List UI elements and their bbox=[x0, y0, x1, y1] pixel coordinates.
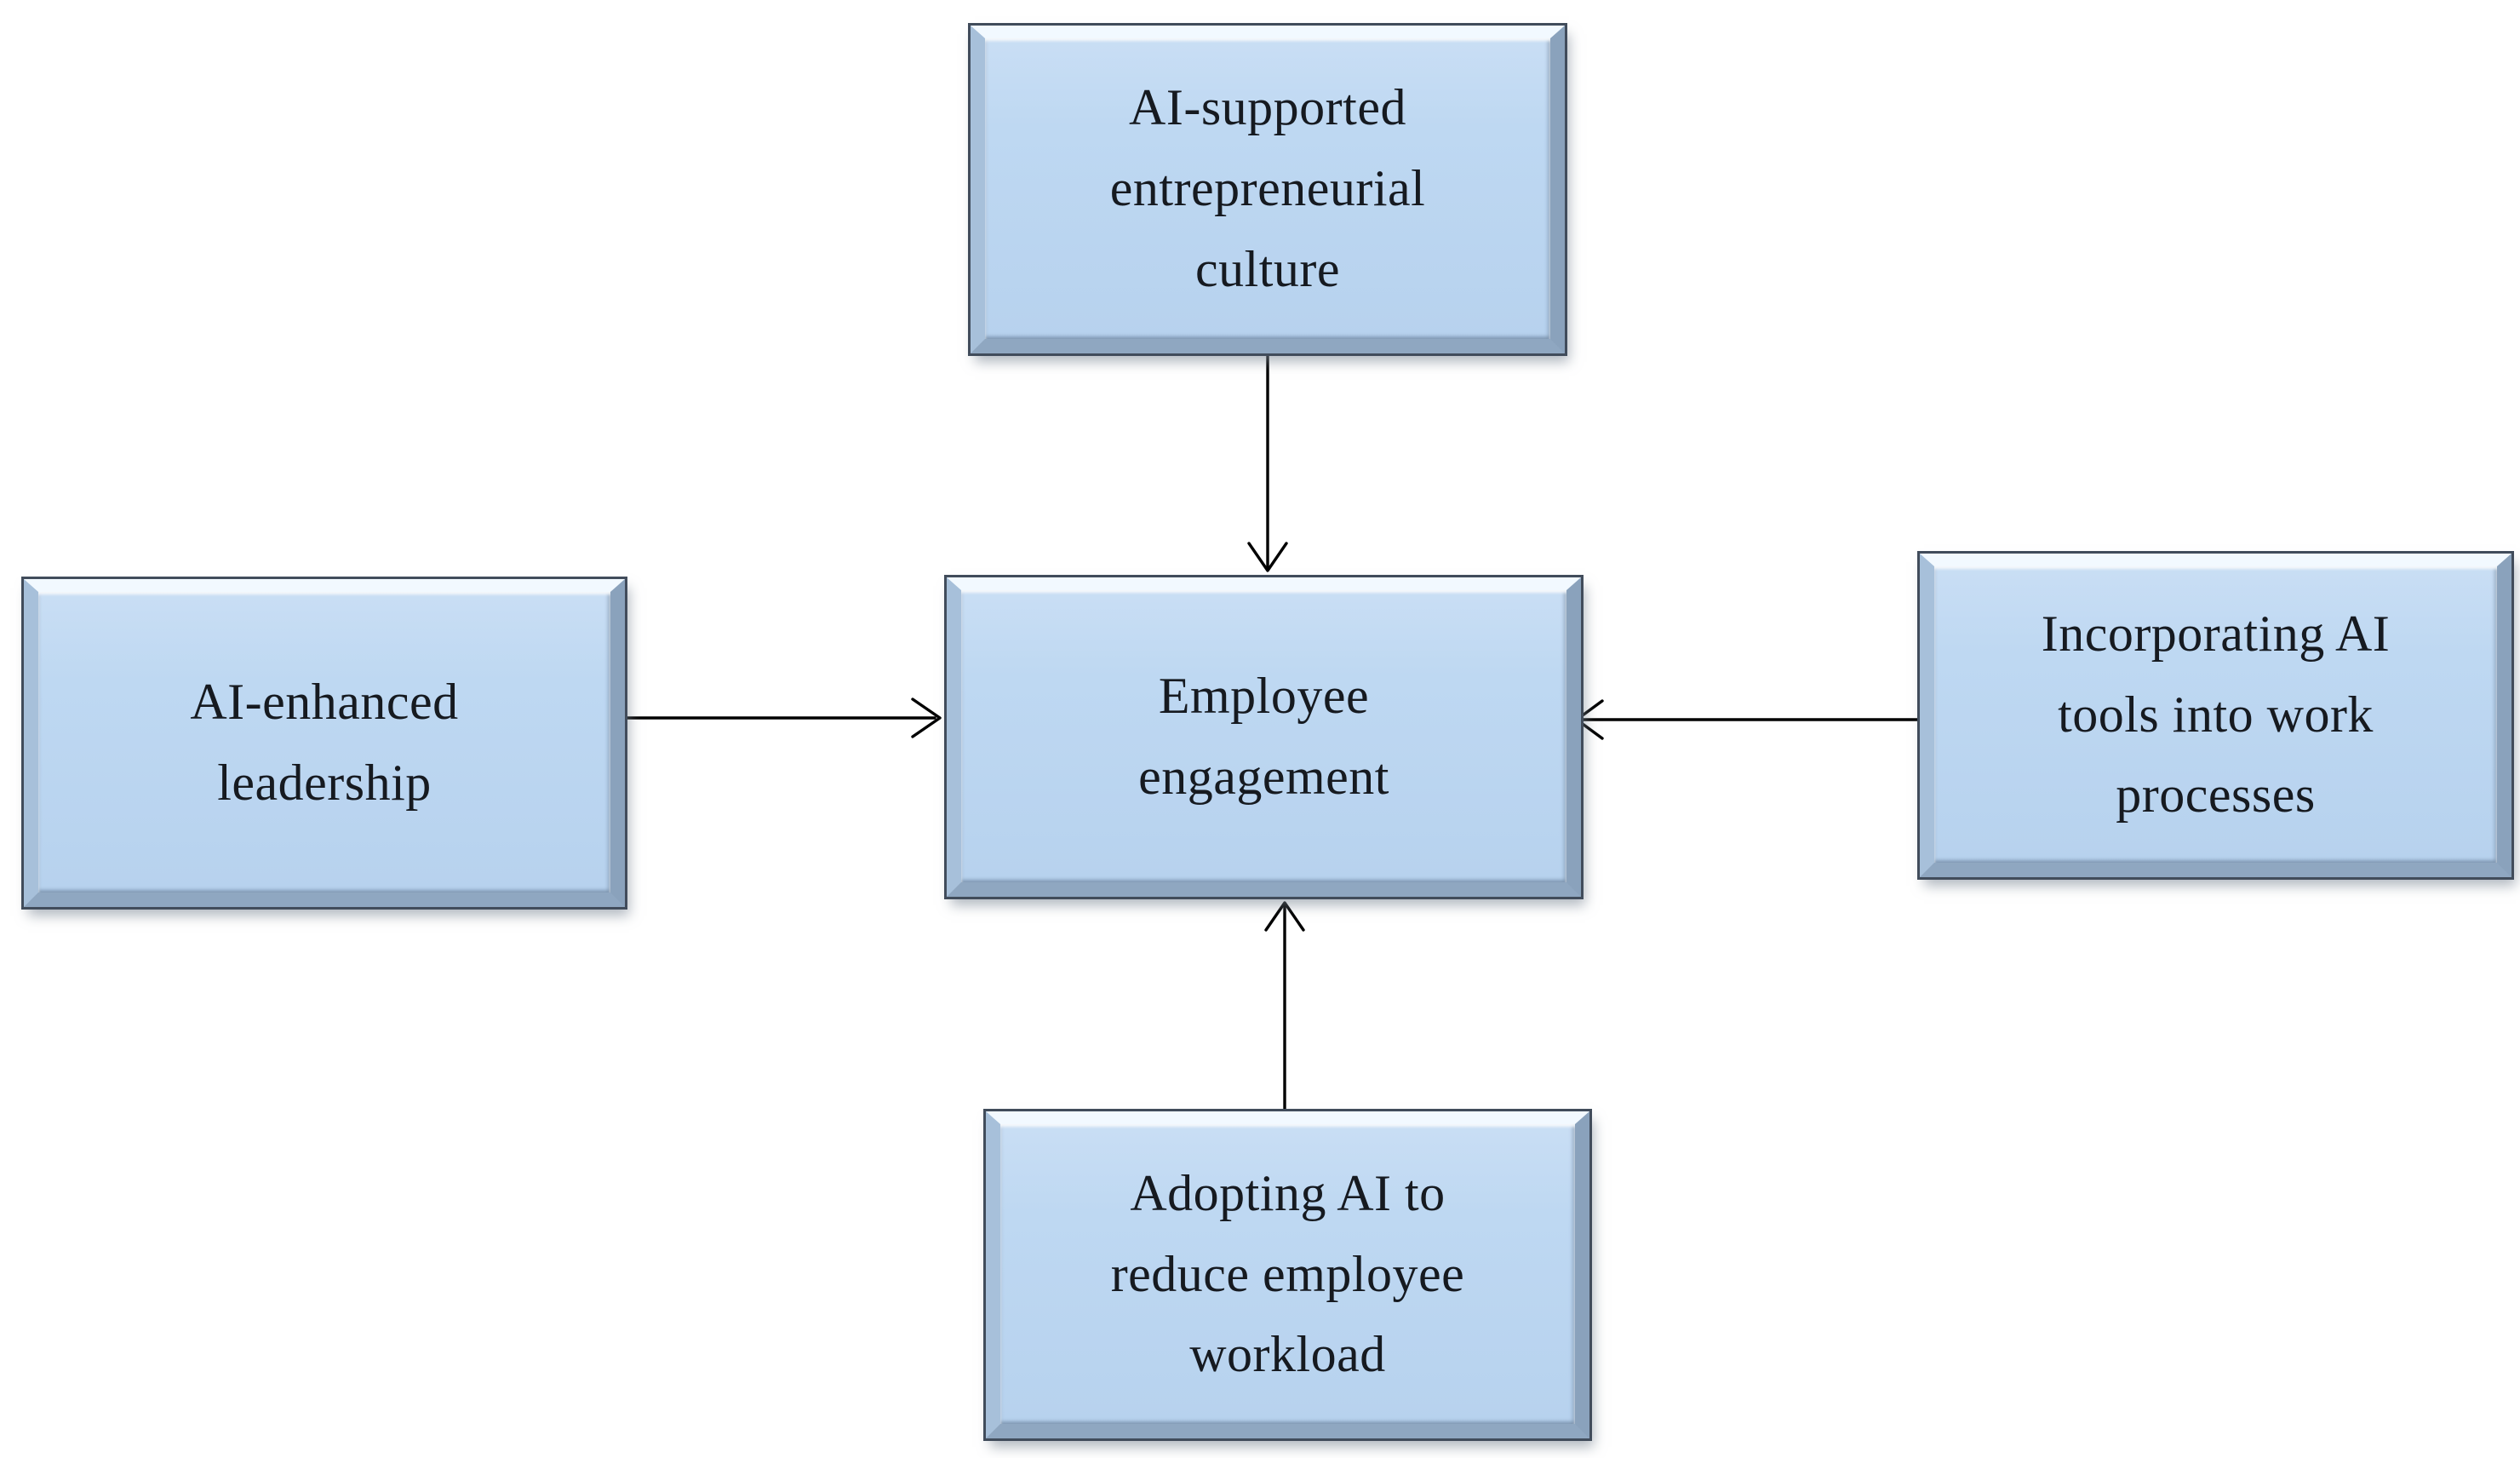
node-label: AI-enhanced leadership bbox=[190, 673, 459, 811]
node-label: Incorporating AI tools into work process… bbox=[2041, 605, 2391, 824]
arrow-left-to-center bbox=[623, 697, 942, 738]
arrow-top-to-center bbox=[1247, 353, 1288, 572]
node-ai-enhanced-leadership: AI-enhanced leadership bbox=[21, 577, 627, 910]
node-label: Adopting AI to reduce employee workload bbox=[1110, 1164, 1465, 1383]
node-ai-supported-entrepreneurial-culture: AI-supported entrepreneurial culture bbox=[968, 23, 1567, 356]
arrow-right-to-center bbox=[1575, 699, 1922, 740]
node-label: Employee engagement bbox=[1138, 667, 1389, 805]
node-incorporating-ai-tools-into-work-processes: Incorporating AI tools into work process… bbox=[1917, 551, 2514, 880]
node-label: AI-supported entrepreneurial culture bbox=[1109, 79, 1426, 297]
node-adopting-ai-to-reduce-employee-workload: Adopting AI to reduce employee workload bbox=[983, 1109, 1592, 1441]
arrow-bottom-to-center bbox=[1264, 901, 1305, 1111]
node-employee-engagement: Employee engagement bbox=[944, 575, 1584, 899]
